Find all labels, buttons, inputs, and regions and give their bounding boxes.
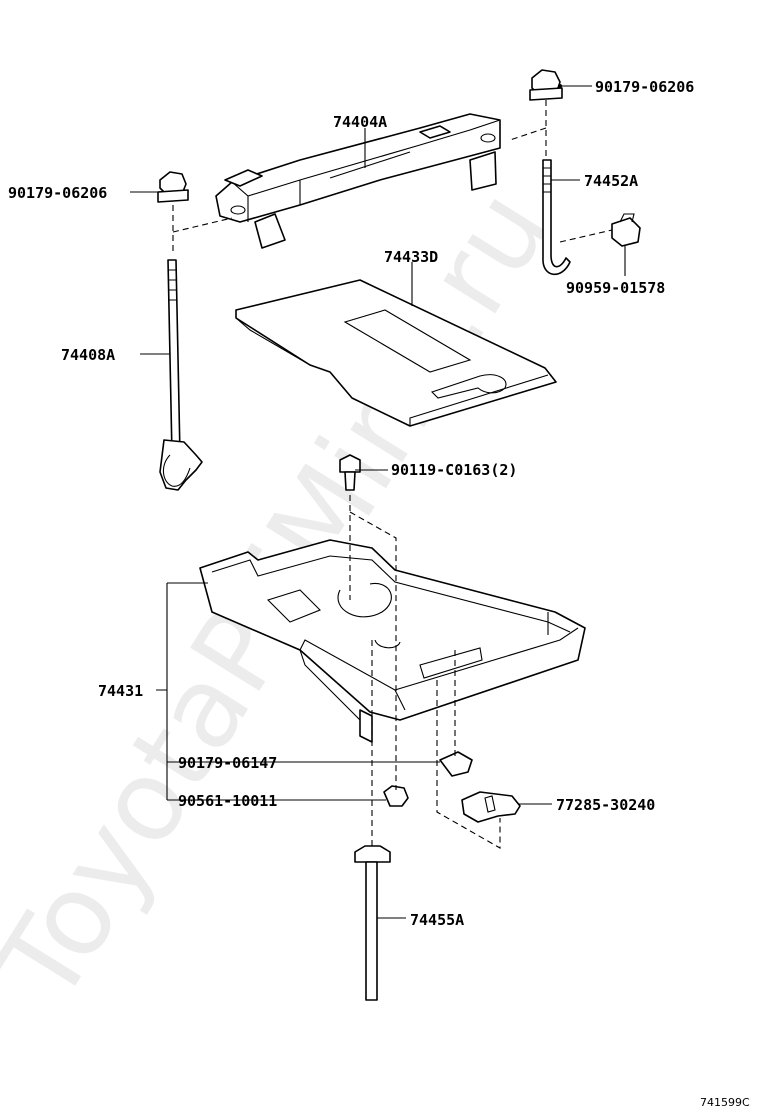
part-label-90119-C0163: 90119-C0163(2) bbox=[391, 461, 517, 479]
connector-77285-30240 bbox=[461, 791, 521, 823]
part-label-74455A: 74455A bbox=[410, 911, 464, 929]
battery-tray-74431 bbox=[199, 539, 586, 743]
j-bolt-74452A bbox=[542, 159, 571, 276]
leader-lines bbox=[130, 84, 626, 919]
nut-90179-06206-right bbox=[529, 69, 563, 101]
part-label-90179-06147: 90179-06147 bbox=[178, 754, 277, 772]
clip-90959-01578 bbox=[611, 213, 641, 247]
part-label-90179-06206-left: 90179-06206 bbox=[8, 184, 107, 202]
part-label-90179-06206-top: 90179-06206 bbox=[595, 78, 694, 96]
part-label-90959-01578: 90959-01578 bbox=[566, 279, 665, 297]
part-label-77285-30240: 77285-30240 bbox=[556, 796, 655, 814]
part-label-74408A: 74408A bbox=[61, 346, 115, 364]
diagram-code: 741599C bbox=[700, 1096, 750, 1109]
bolt-90119-C0163 bbox=[339, 454, 361, 491]
hook-rod-74408A bbox=[159, 259, 203, 491]
assembly-lines bbox=[172, 100, 613, 850]
nut-90179-06206-left bbox=[157, 171, 189, 203]
part-label-74431: 74431 bbox=[98, 682, 143, 700]
part-label-74433D: 74433D bbox=[384, 248, 438, 266]
battery-insulator-74433D bbox=[235, 279, 557, 427]
nut-90561-10011 bbox=[383, 785, 409, 807]
bolt-74455A bbox=[354, 845, 391, 1001]
part-label-74452A: 74452A bbox=[584, 172, 638, 190]
part-label-74404A: 74404A bbox=[333, 113, 387, 131]
clip-90179-06147 bbox=[439, 751, 473, 777]
part-label-90561-10011: 90561-10011 bbox=[178, 792, 277, 810]
battery-clamp-74404A bbox=[215, 113, 501, 249]
